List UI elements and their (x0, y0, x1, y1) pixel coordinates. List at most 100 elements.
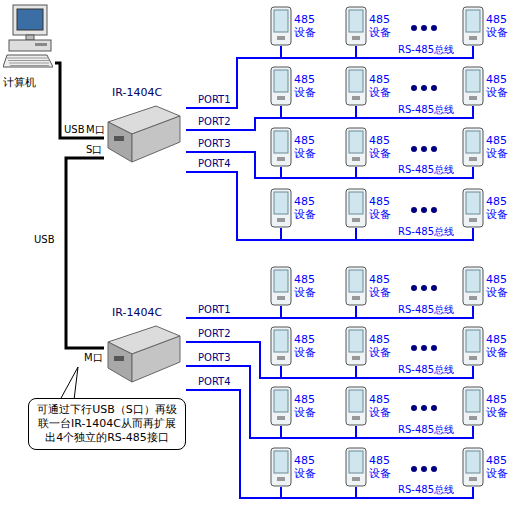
device-button (469, 36, 477, 40)
device-case (346, 327, 366, 365)
bus-label: RS-485总线 (398, 484, 454, 496)
dot (431, 345, 437, 351)
device-icon (345, 6, 367, 46)
dot (411, 345, 417, 351)
dot (421, 405, 427, 411)
device-screen (349, 192, 363, 214)
rs485-device: 485 设备 (270, 6, 322, 46)
device-screen (349, 451, 363, 473)
rs485-device: 485 设备 (270, 447, 322, 487)
device-icon (270, 66, 292, 106)
computer-node: 计算机 (3, 3, 55, 90)
device-icon (462, 447, 484, 487)
dot (431, 85, 437, 91)
keys (7, 58, 49, 59)
device-case (463, 327, 483, 365)
device-button (469, 296, 477, 300)
callout-text: 可通过下行USB（S口）再级联一台IR-1404C从而再扩展出4个独立的RS-4… (35, 403, 179, 445)
device-screen (274, 10, 288, 32)
device-icon (462, 66, 484, 106)
device-icon (345, 127, 367, 167)
rs485-device: 485 设备 (345, 326, 397, 366)
port-label: PORT4 (198, 158, 231, 170)
rs485-device: 485 设备 (345, 447, 397, 487)
rs485-line (186, 152, 473, 178)
rs485-line (186, 366, 281, 438)
rs485-device: 485 设备 (270, 266, 322, 306)
dot (411, 207, 417, 213)
device-button (277, 477, 285, 481)
device-screen (349, 70, 363, 92)
box-side (132, 116, 180, 162)
device-button (277, 36, 285, 40)
device-case (346, 387, 366, 425)
screen (17, 9, 43, 30)
device-icon (270, 127, 292, 167)
device-icon (462, 266, 484, 306)
dot (421, 207, 427, 213)
device-button (469, 96, 477, 100)
device-screen (466, 270, 480, 292)
device-screen (274, 330, 288, 352)
device-button (469, 356, 477, 360)
dot (421, 146, 427, 152)
port-name: S口 (86, 144, 102, 156)
rs485-line (186, 46, 281, 108)
dot (431, 25, 437, 31)
rs485-device: 485 设备 (270, 386, 322, 426)
rs485-line (186, 390, 281, 498)
dot (411, 85, 417, 91)
device-case (463, 128, 483, 166)
device-case (463, 448, 483, 486)
device-icon (270, 6, 292, 46)
device-screen (274, 70, 288, 92)
device-icon (345, 447, 367, 487)
port-label: PORT2 (198, 328, 231, 340)
device-label: 485 设备 (369, 134, 395, 160)
device-case (271, 387, 291, 425)
cable-label: USB (34, 234, 55, 246)
device-button (277, 96, 285, 100)
device-label: 485 设备 (486, 73, 512, 99)
device-label: 485 设备 (369, 393, 395, 419)
device-label: 485 设备 (369, 13, 395, 39)
converter-box (104, 320, 182, 392)
dot (411, 405, 417, 411)
device-case (271, 67, 291, 105)
converter-box (104, 100, 182, 172)
device-button (352, 477, 360, 481)
box-side (132, 336, 180, 382)
port-label: PORT1 (198, 304, 231, 316)
device-button (277, 218, 285, 222)
device-case (271, 189, 291, 227)
rs485-line (186, 390, 473, 498)
device-case (346, 128, 366, 166)
device-case (346, 448, 366, 486)
dot (431, 207, 437, 213)
converter-node: IR-1404C (104, 306, 186, 396)
rs485-line (186, 46, 356, 108)
rs485-line (186, 172, 473, 240)
device-button (352, 218, 360, 222)
device-case (271, 327, 291, 365)
device-icon (345, 326, 367, 366)
rs485-device: 485 设备 (462, 326, 514, 366)
device-screen (274, 451, 288, 473)
rs485-device: 485 设备 (462, 127, 514, 167)
port-label: PORT3 (198, 352, 231, 364)
rs485-device: 485 设备 (462, 66, 514, 106)
rs485-device: 485 设备 (345, 266, 397, 306)
dot (421, 85, 427, 91)
bus-label: RS-485总线 (398, 424, 454, 436)
port-plug (114, 136, 124, 141)
keyboard (3, 55, 53, 67)
dot (411, 25, 417, 31)
device-icon (462, 127, 484, 167)
dot (411, 285, 417, 291)
dot (411, 466, 417, 472)
dot (431, 405, 437, 411)
rs485-device: 485 设备 (270, 326, 322, 366)
device-screen (349, 390, 363, 412)
device-label: 485 设备 (486, 393, 512, 419)
